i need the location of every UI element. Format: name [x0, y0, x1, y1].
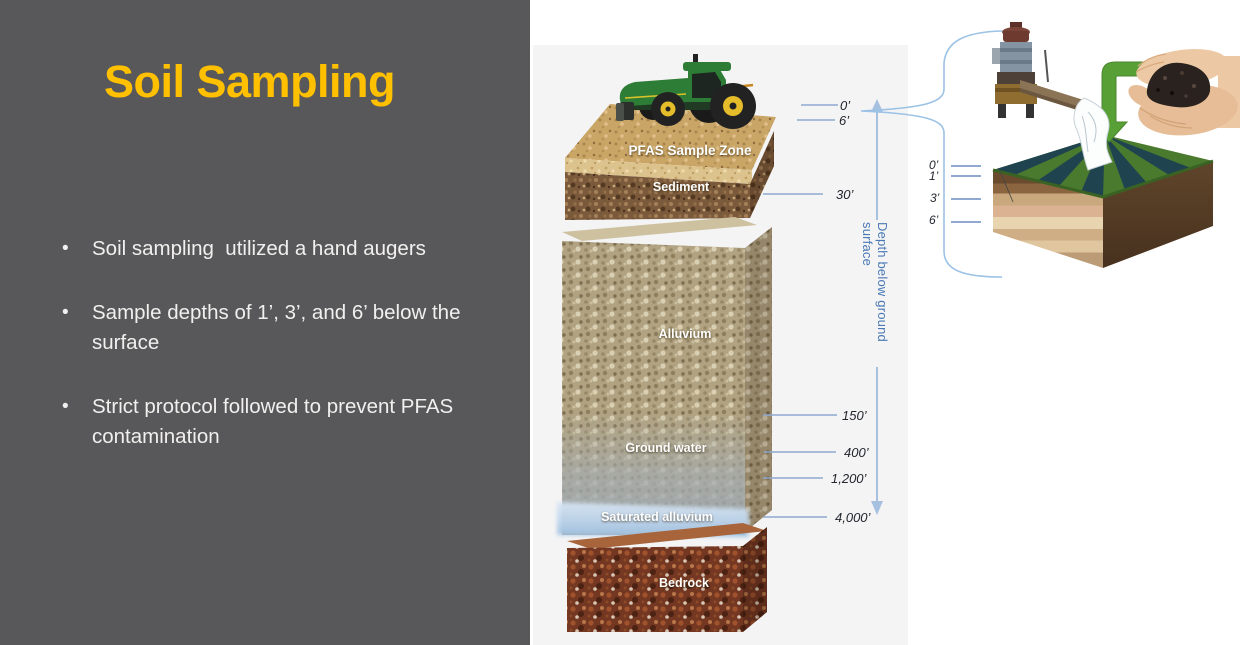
bedrock-top-face: [567, 523, 767, 549]
alluvium-top-face: [562, 217, 757, 241]
layer-label-alluvium: Alluvium: [658, 327, 712, 341]
bedrock-side-face: [743, 527, 767, 632]
bullet-item: • Sample depths of 1’, 3’, and 6’ below …: [62, 298, 470, 358]
inset-tick-line: [951, 165, 981, 167]
layer-label-groundwater: Ground water: [625, 441, 707, 455]
water-discharge: [1073, 97, 1113, 171]
bullet-list: • Soil sampling utilized a hand augers •…: [62, 234, 470, 486]
bedrock-front-face: [567, 546, 743, 632]
depth-tick-150: 150’: [842, 408, 867, 423]
hands-holding-biosolids-icon: [1128, 49, 1240, 136]
depth-axis-arrow: [871, 99, 883, 515]
bullet-text: Soil sampling utilized a hand augers: [92, 237, 426, 260]
soil-column-diagram: [557, 99, 883, 632]
left-panel: Soil Sampling • Soil sampling utilized a…: [0, 0, 530, 645]
bullet-text: Sample depths of 1’, 3’, and 6’ below th…: [92, 301, 467, 354]
layer-label-sediment: Sediment: [652, 180, 710, 194]
bullet-text: Strict protocol followed to prevent PFAS…: [92, 395, 459, 448]
slide-title: Soil Sampling: [104, 56, 396, 107]
sediment-side-face: [750, 131, 774, 218]
groundwater-overlay: [562, 410, 745, 535]
well-pump-icon: [992, 22, 1113, 171]
bullet-dot: •: [62, 302, 69, 323]
inset-tick-line: [951, 198, 981, 200]
depth-tick-0: 0’: [840, 98, 851, 113]
depth-tick-30: 30’: [836, 187, 854, 202]
depth-tick-400: 400’: [844, 445, 869, 460]
bullet-item: • Soil sampling utilized a hand augers: [62, 234, 470, 264]
bullet-item: • Strict protocol followed to prevent PF…: [62, 392, 470, 452]
sediment-front-face: [565, 172, 750, 220]
inset-tick-6: 6’: [929, 213, 939, 227]
layer-label-saturated: Saturated alluvium: [601, 510, 713, 524]
tractor-icon: [616, 54, 756, 129]
inset-tick-1: 1’: [929, 169, 939, 183]
depth-tick-1200: 1,200’: [831, 471, 867, 486]
depth-axis-caption: Depth below ground surface: [860, 222, 890, 342]
inset-tick-0: 0’: [929, 158, 939, 172]
depth-tick-lines: [763, 104, 838, 518]
layer-label-bedrock: Bedrock: [658, 576, 710, 590]
bullet-dot: •: [62, 396, 69, 417]
pfas-zone-front-face: [565, 158, 752, 184]
layer-label-pfas: PFAS Sample Zone: [628, 143, 752, 158]
depth-tick-6: 6’: [839, 113, 850, 128]
depth-tick-4000: 4,000’: [835, 510, 871, 525]
inset-tick-line: [951, 221, 981, 223]
inset-tick-line: [951, 175, 981, 177]
alluvium-side-face: [745, 227, 772, 532]
curly-brace-icon: [860, 30, 1003, 278]
bullet-dot: •: [62, 238, 69, 259]
inset-tick-3: 3’: [930, 191, 940, 205]
